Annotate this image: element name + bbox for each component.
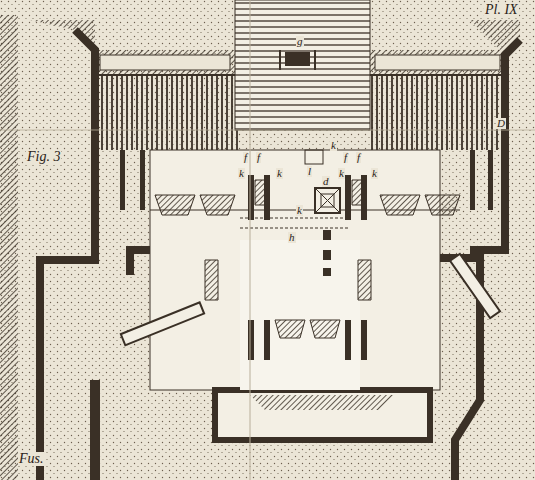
plate-letter: g bbox=[296, 36, 304, 47]
plate-letter: Pl. IX bbox=[484, 3, 519, 17]
plate-letter: h bbox=[288, 232, 296, 243]
plate-letter: D bbox=[496, 118, 506, 129]
plate-letter: k bbox=[238, 168, 245, 179]
plate-letter: f bbox=[343, 152, 348, 163]
plate-letter: l bbox=[307, 166, 312, 177]
plate-letter: k bbox=[371, 168, 378, 179]
plate-letter: Fig. 3 bbox=[26, 150, 61, 164]
plate-letter: f bbox=[256, 152, 261, 163]
plate-letter: k bbox=[276, 168, 283, 179]
plate-letter: k bbox=[330, 140, 337, 151]
plate-letter: Fus. bbox=[18, 452, 45, 466]
plate-letter: d bbox=[322, 176, 330, 187]
plate-letter: f bbox=[243, 152, 248, 163]
plate-letter: k bbox=[338, 168, 345, 179]
plate-letter: k bbox=[296, 205, 303, 216]
plate-letter: f bbox=[356, 152, 361, 163]
